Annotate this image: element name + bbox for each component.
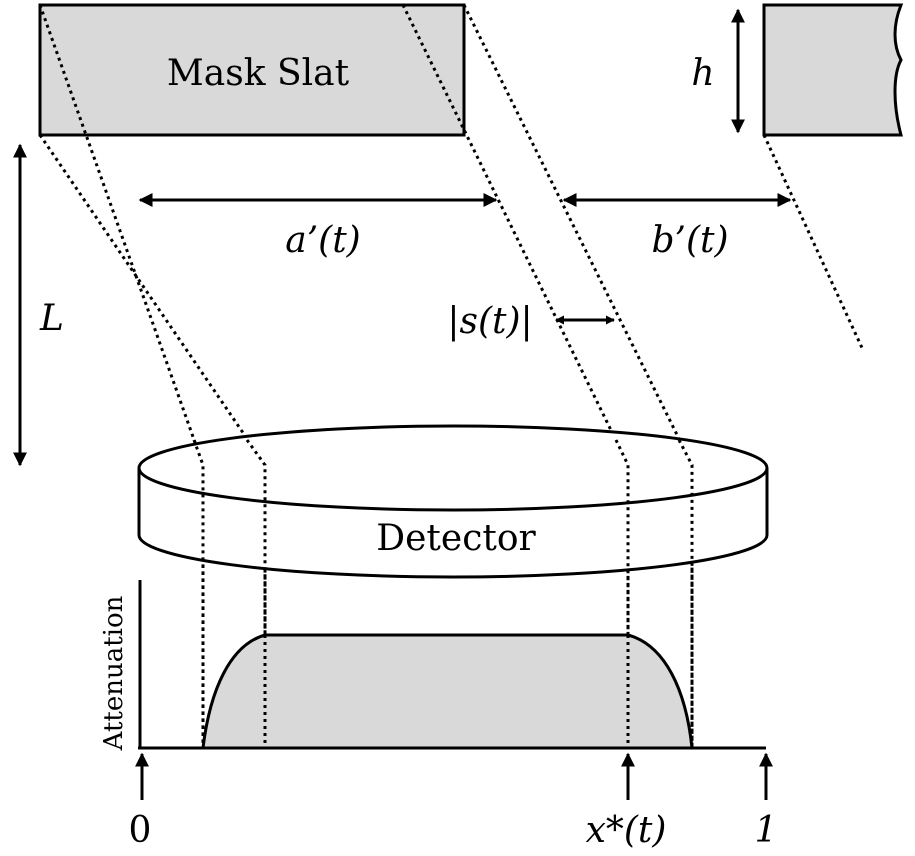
- h-label: h: [691, 53, 714, 94]
- profile-inner-rays: [263, 635, 630, 748]
- mask-slat-left: [38, 3, 466, 137]
- detector-label: Detector: [376, 518, 536, 559]
- mask-slat-right: [762, 3, 904, 137]
- tick-1-label: 1: [755, 810, 778, 851]
- attenuation-profile: [201, 633, 694, 750]
- ray-5: [762, 134, 865, 351]
- tick-xstar-label: x*(t): [586, 810, 667, 851]
- tick-0-label: 0: [129, 810, 152, 851]
- detector-top-ellipse: [137, 424, 769, 512]
- b-prime-label: b’(t): [651, 220, 728, 261]
- a-prime-label: a’(t): [285, 220, 360, 261]
- ray-3-over: [614, 439, 630, 748]
- ray-4-over: [677, 439, 694, 748]
- mask-slat-label: Mask Slat: [167, 53, 350, 94]
- ray-1: [38, 4, 205, 748]
- s-label: |s(t)|: [447, 301, 532, 342]
- attenuation-axis-label: Attenuation: [99, 595, 129, 751]
- L-label: L: [39, 298, 64, 339]
- ray-1-over: [192, 439, 205, 748]
